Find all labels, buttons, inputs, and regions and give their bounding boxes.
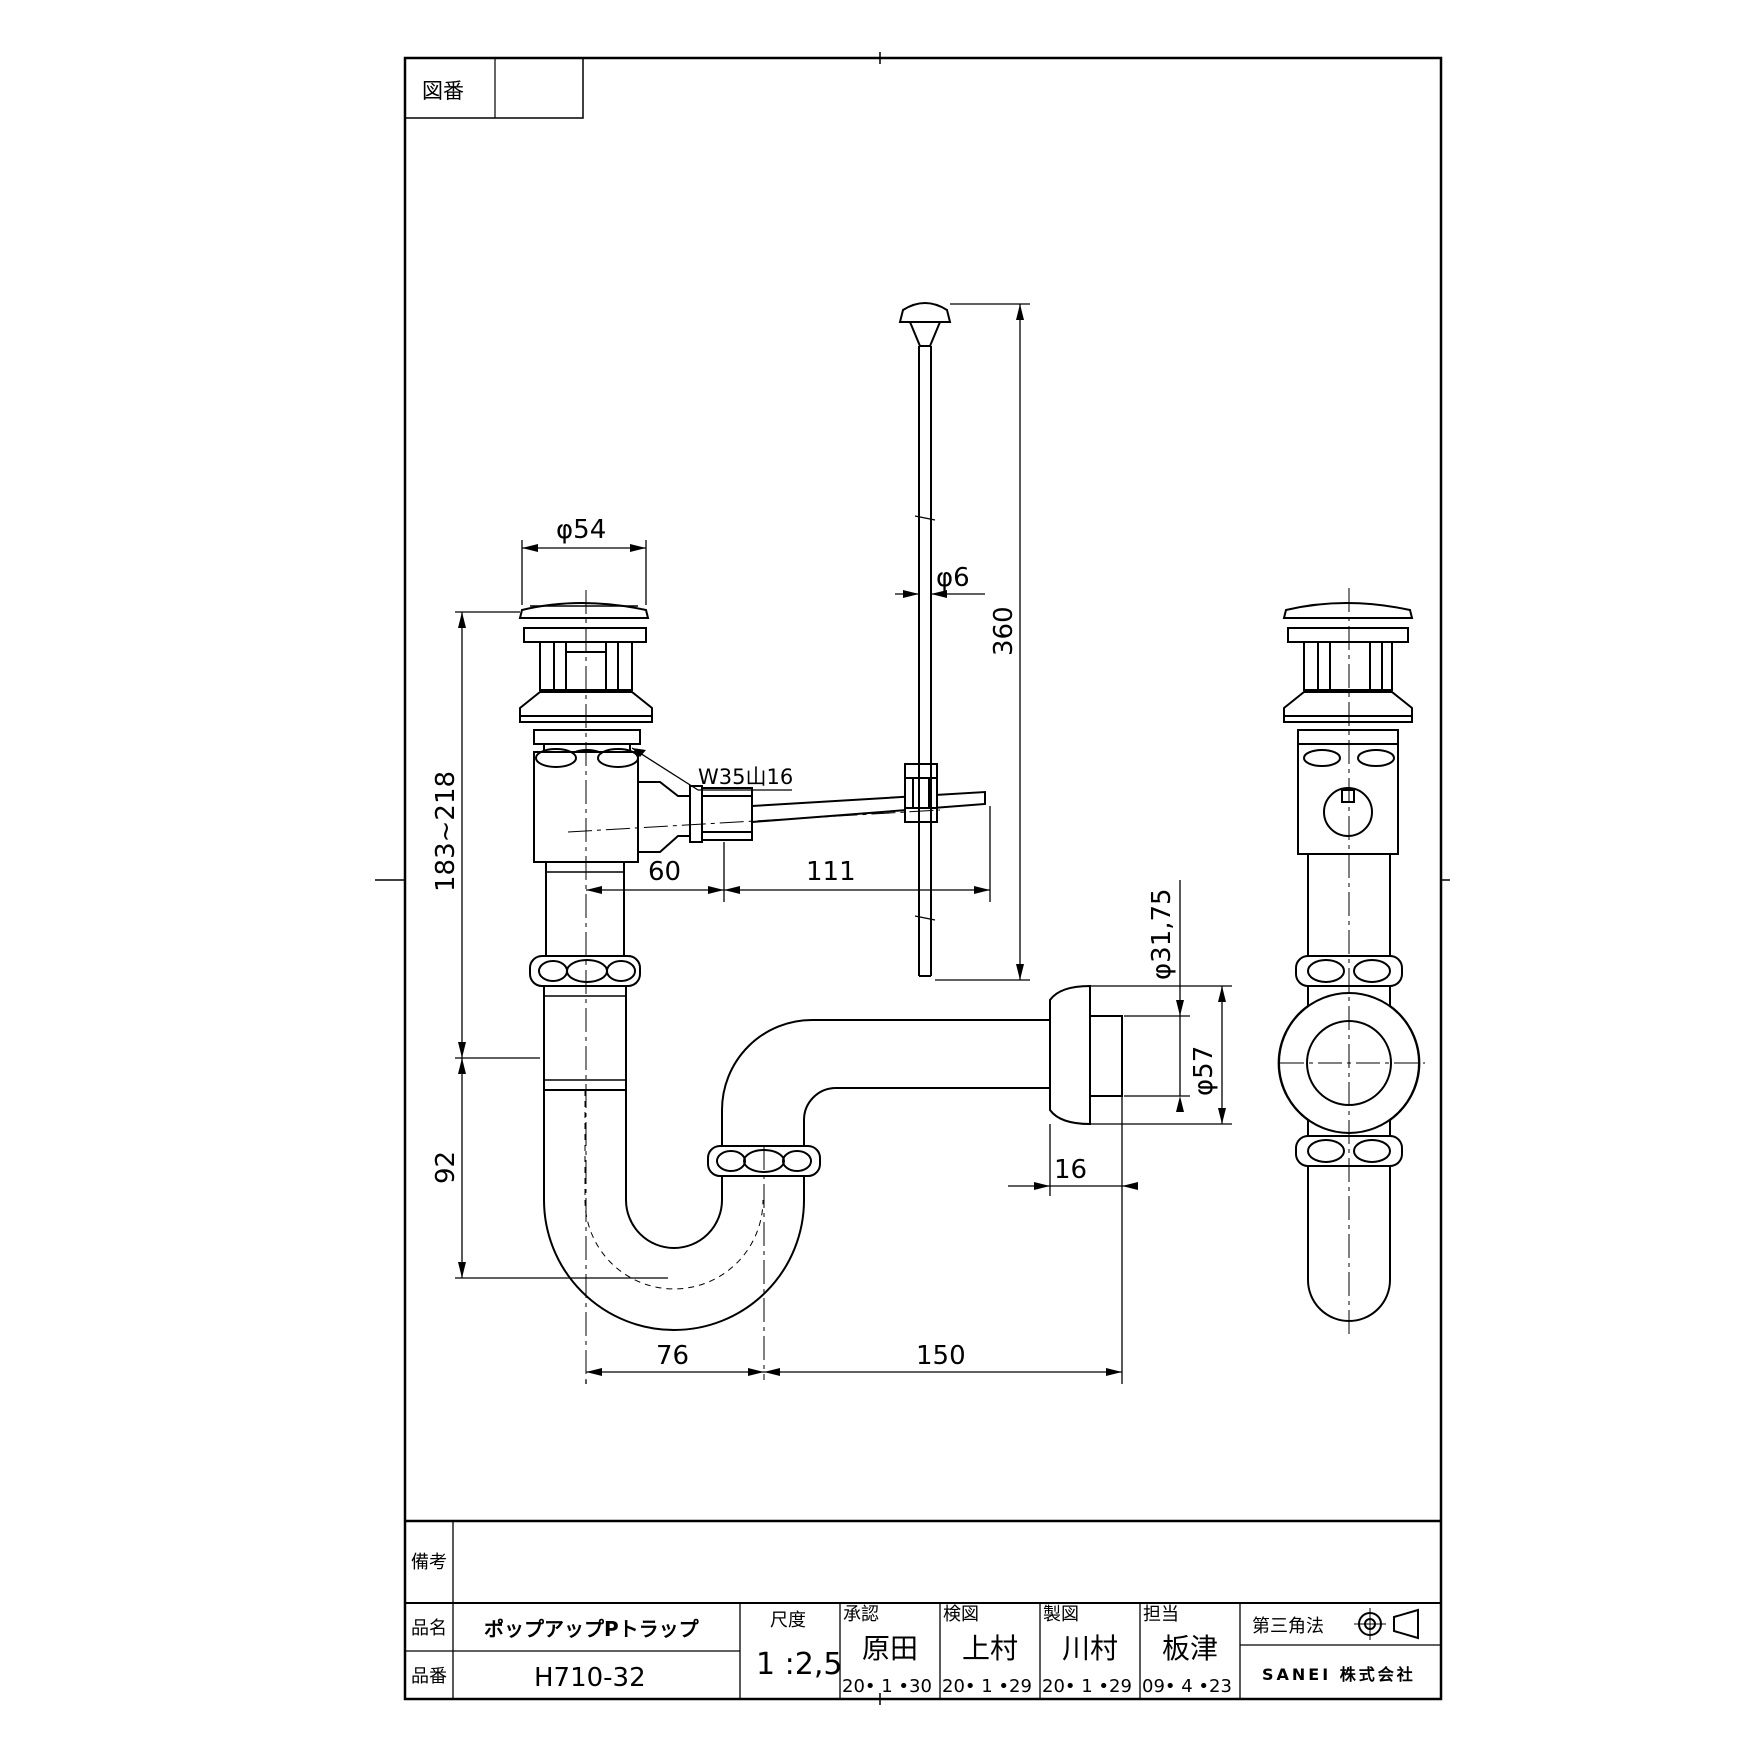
title-block	[405, 1519, 1441, 1699]
third-angle-projection-icon	[1354, 1608, 1419, 1640]
company-name: SANEI 株式会社	[1262, 1665, 1416, 1684]
approval-role-1: 承認	[843, 1604, 879, 1625]
approval-name-1: 原田	[862, 1632, 918, 1665]
product-number: H710-32	[534, 1663, 646, 1693]
dimension-labels: φ54 φ6 360 183~218 W35山16 60 111 φ31,75 …	[431, 515, 1219, 1371]
scale-label: 尺度	[770, 1610, 806, 1631]
drawing-frame	[375, 52, 1450, 1705]
approval-role-3: 製図	[1043, 1604, 1079, 1625]
product-number-label: 品番	[411, 1666, 447, 1687]
approval-date-4: 09• 4 •23	[1142, 1676, 1232, 1697]
projection-method-label: 第三角法	[1252, 1616, 1324, 1637]
approval-role-4: 担当	[1143, 1604, 1179, 1625]
dim-branch-offset: 60	[648, 857, 681, 887]
dim-flange-diameter: φ54	[556, 515, 606, 545]
dim-flange-thickness: 16	[1054, 1155, 1087, 1185]
dim-lever-length: 111	[806, 857, 856, 887]
dim-rod-diameter: φ6	[936, 563, 970, 593]
scale-value: 1 :2,5	[756, 1647, 842, 1682]
dim-drain-height-range: 183~218	[431, 771, 461, 892]
dim-wall-flange-diameter: φ57	[1189, 1046, 1219, 1096]
approval-name-2: 上村	[962, 1632, 1018, 1665]
product-name-label: 品名	[411, 1618, 447, 1639]
center-lines	[567, 588, 1425, 1380]
popup-drain-body	[518, 602, 753, 1091]
remarks-label: 備考	[411, 1552, 447, 1573]
pull-rod	[898, 302, 952, 977]
approval-date-3: 20• 1 •29	[1042, 1676, 1132, 1697]
dimension-arrows	[458, 304, 1226, 1376]
product-name: ポップアップPトラップ	[484, 1617, 700, 1641]
approval-role-2: 検図	[943, 1604, 979, 1625]
dim-trap-spacing: 76	[656, 1341, 689, 1371]
dim-trap-depth: 92	[431, 1151, 461, 1184]
title-block-text: 備考 品名 ポップアップPトラップ 品番 H710-32 尺度 1 :2,5 承…	[411, 1552, 1416, 1697]
approval-name-3: 川村	[1062, 1632, 1118, 1665]
dim-thread-spec: W35山16	[698, 765, 793, 789]
drawing-number-label: 図番	[422, 79, 464, 103]
approval-name-4: 板津	[1162, 1632, 1218, 1665]
dim-wall-distance: 150	[916, 1341, 966, 1371]
approval-date-2: 20• 1 •29	[942, 1676, 1032, 1697]
dimension-lines	[455, 303, 1232, 1384]
approval-date-1: 20• 1 •30	[842, 1676, 932, 1697]
dim-rod-length: 360	[989, 606, 1019, 656]
drawing-number-box: 図番	[404, 57, 584, 119]
dim-pipe-diameter: φ31,75	[1147, 888, 1177, 980]
